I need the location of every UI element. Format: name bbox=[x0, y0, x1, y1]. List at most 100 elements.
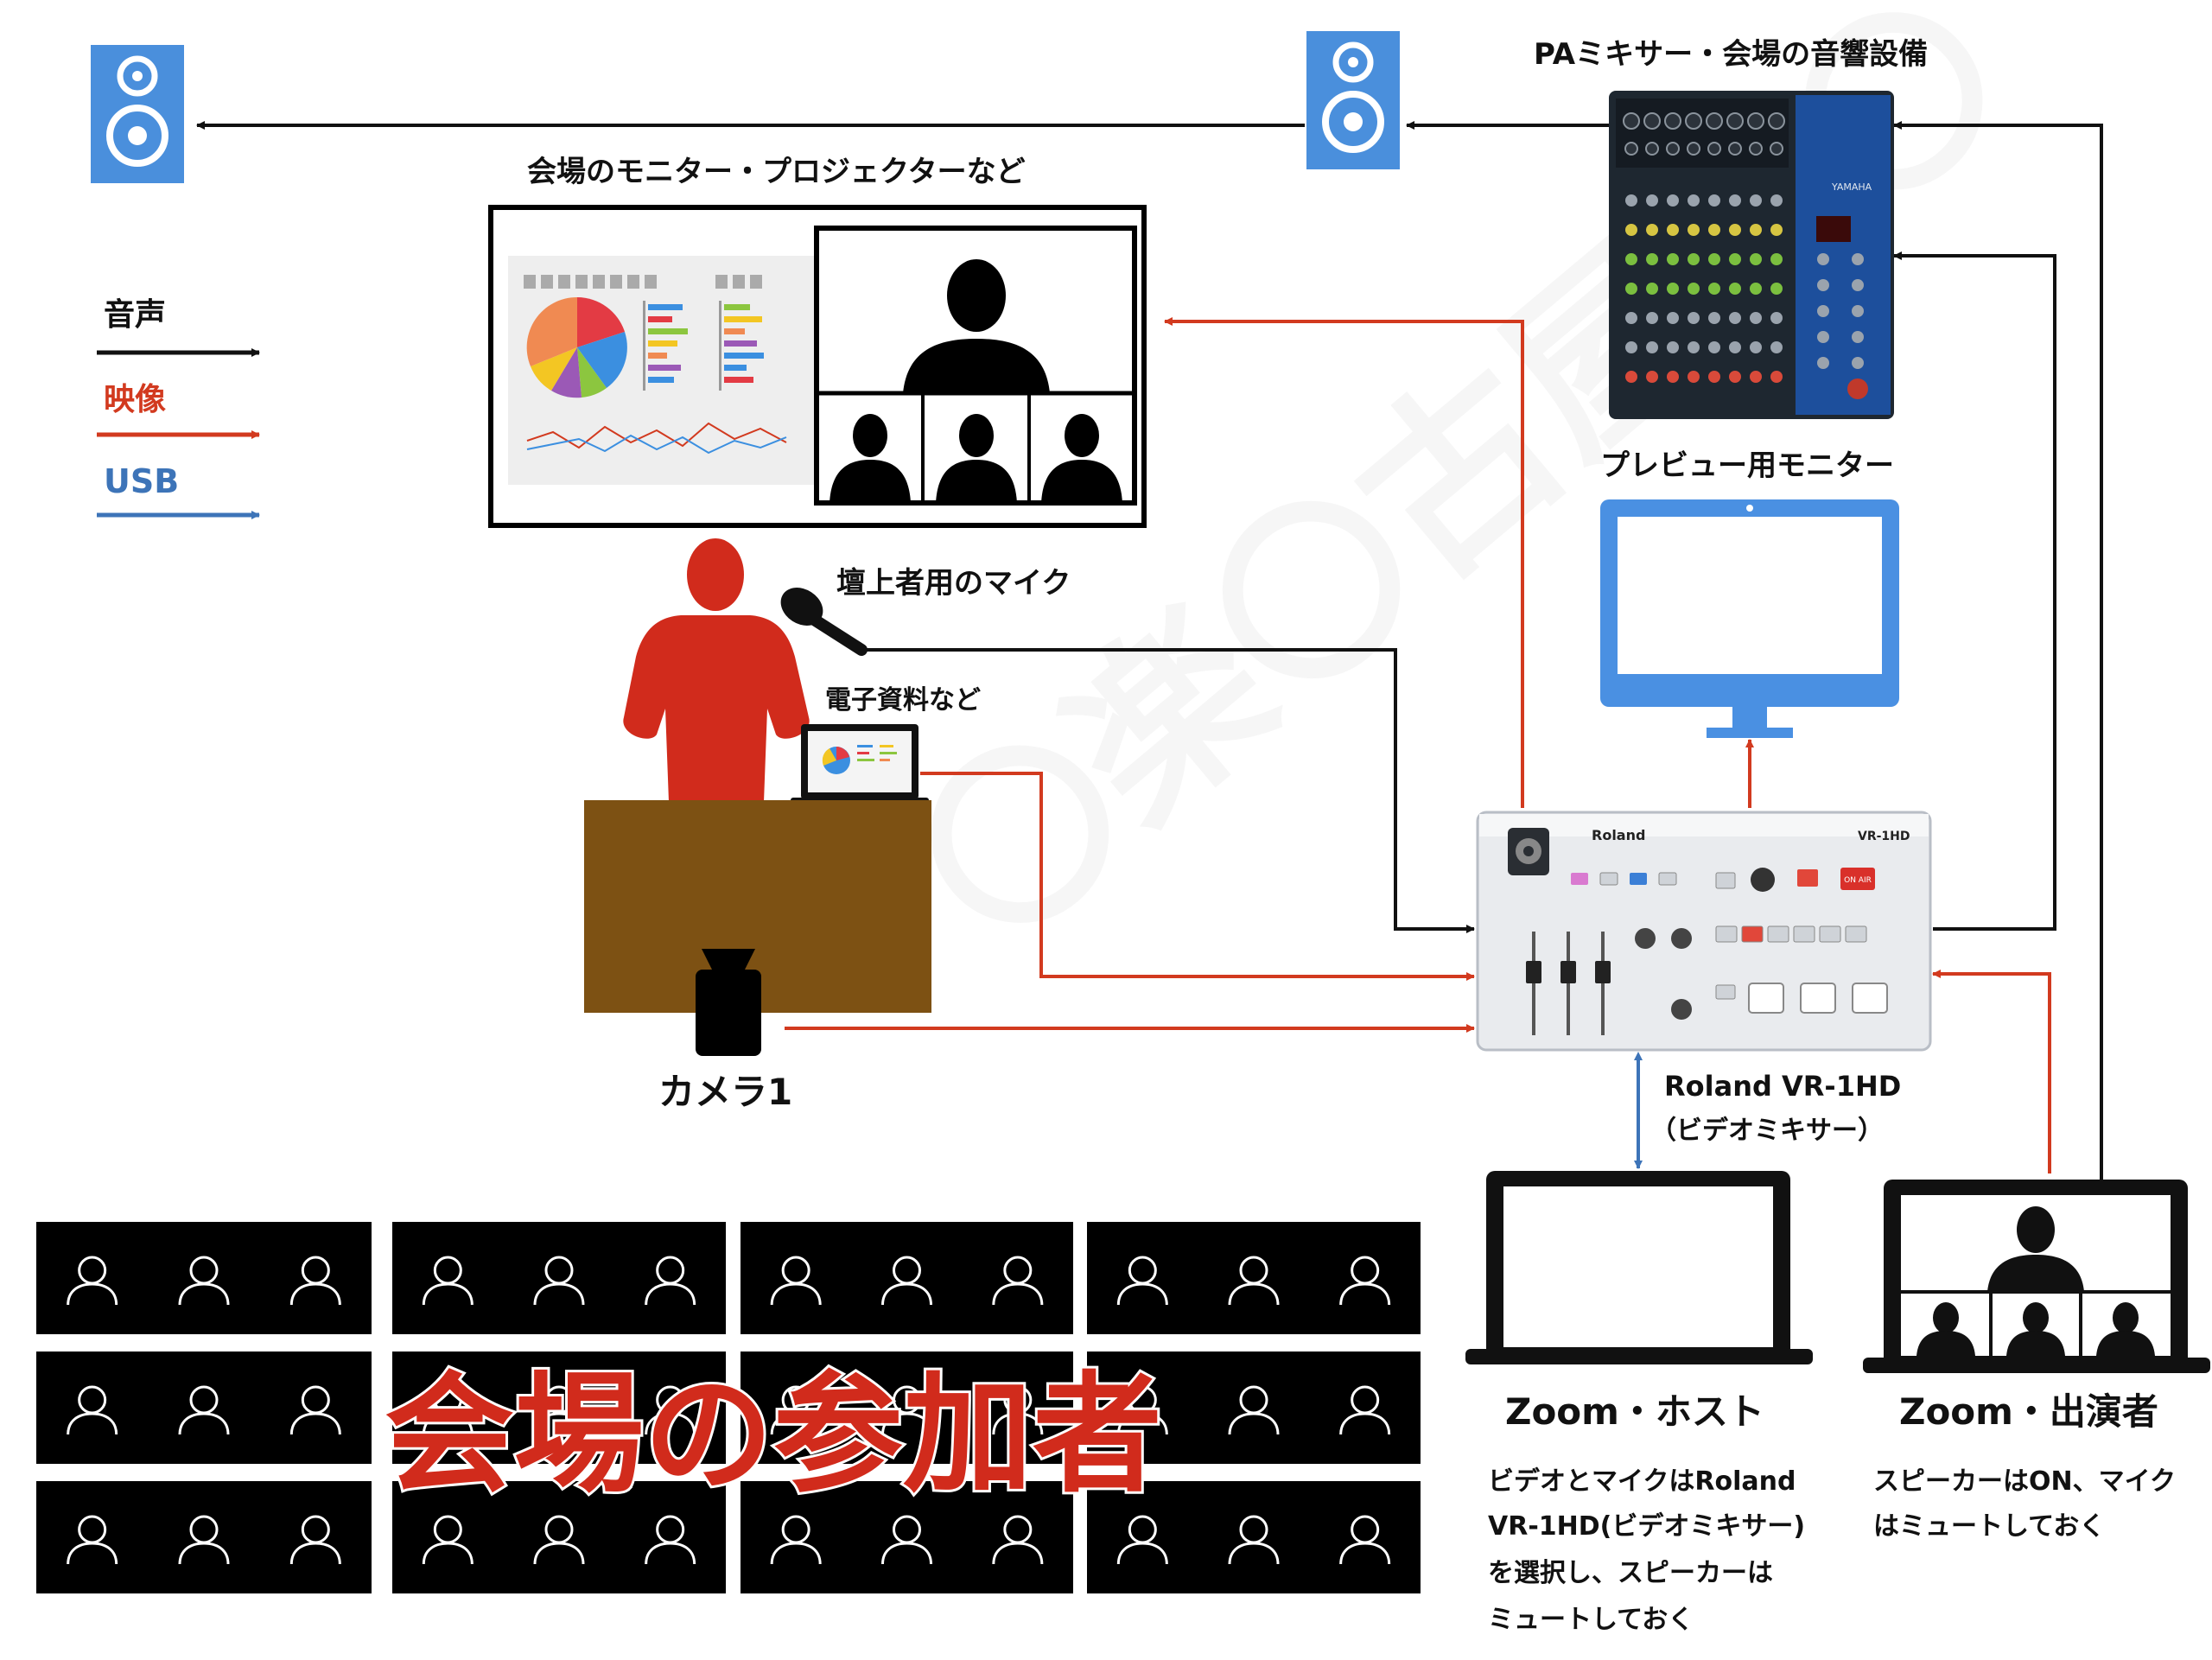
slide-bar bbox=[648, 340, 677, 347]
mixer-knob bbox=[1646, 371, 1658, 383]
camera-icon bbox=[696, 949, 761, 1056]
preview-monitor-label: プレビュー用モニター bbox=[1600, 448, 1894, 483]
mixer-knob bbox=[1708, 341, 1720, 353]
mixer-knob bbox=[1667, 253, 1679, 265]
pie-chart-graphic bbox=[526, 296, 627, 398]
slide-header-marks bbox=[524, 275, 762, 289]
mixer-knob bbox=[1750, 312, 1762, 324]
mixer-knob bbox=[1646, 341, 1658, 353]
zoom-guest-label: Zoom・出演者 bbox=[1899, 1390, 2158, 1433]
audience-grid bbox=[36, 1222, 1421, 1593]
microphone-icon bbox=[780, 588, 868, 656]
mixer-knob bbox=[1667, 283, 1679, 295]
mixer-knob bbox=[1667, 341, 1679, 353]
participant-silhouette-icon bbox=[2096, 1302, 2155, 1356]
zoom-guest-laptop bbox=[1863, 1180, 2210, 1373]
mixer-knob bbox=[1750, 341, 1762, 353]
mixer-knob bbox=[1817, 279, 1829, 291]
mixer-knob bbox=[1852, 357, 1864, 369]
fader-knob bbox=[1560, 961, 1576, 983]
participant-silhouette-icon bbox=[830, 414, 911, 503]
zoom-host-label: Zoom・ホスト bbox=[1505, 1390, 1764, 1433]
mixer-knob bbox=[1817, 331, 1829, 343]
roland-brand: Roland bbox=[1592, 827, 1645, 843]
audio-faders bbox=[1526, 932, 1611, 1035]
mixer-knob bbox=[1770, 371, 1783, 383]
zoom-host-note-line-4: ミュートしておく bbox=[1488, 1605, 1694, 1635]
mixer-input-jack bbox=[1624, 142, 1638, 156]
slide-bar bbox=[724, 304, 750, 310]
venue-monitor: 会場のモニター・プロジェクターなど bbox=[488, 155, 1147, 528]
slide-mark bbox=[750, 275, 762, 289]
speaker-icon bbox=[91, 45, 184, 183]
slide-mark bbox=[524, 275, 536, 289]
slide-bar bbox=[724, 377, 753, 383]
slide-bar bbox=[648, 316, 672, 322]
laptop-icon bbox=[791, 724, 929, 805]
mixer-knob bbox=[1625, 371, 1637, 383]
mixer-knob bbox=[1688, 224, 1700, 236]
slide-mark bbox=[575, 275, 588, 289]
roland-vr1hd-device: Roland VR-1HD ON AIR bbox=[1476, 811, 1932, 1052]
mixer-knob bbox=[1817, 305, 1829, 317]
mixer-knob bbox=[1770, 194, 1783, 207]
slide-bar bbox=[724, 353, 764, 359]
legend-audio-label: 音声 bbox=[104, 297, 166, 333]
slide-mark bbox=[558, 275, 570, 289]
zoom-host-note-line-1: ビデオとマイクはRoland bbox=[1488, 1466, 1796, 1497]
mixer-knob bbox=[1667, 224, 1679, 236]
mixer-knob bbox=[1750, 371, 1762, 383]
presenter-figure bbox=[623, 538, 810, 802]
slide-bar bbox=[724, 316, 762, 322]
mixer-knob bbox=[1770, 283, 1783, 295]
mixer-knob bbox=[1646, 283, 1658, 295]
mixer-input-jack bbox=[1685, 112, 1702, 130]
scene-button bbox=[1741, 925, 1764, 943]
slide-mark bbox=[733, 275, 745, 289]
legend: 音声 映像 USB bbox=[97, 297, 260, 519]
slide-bar bbox=[724, 328, 745, 334]
pa-mixer-device: PAミキサー・会場の音響設備 YAMAHA bbox=[1534, 37, 1928, 419]
mixer-master-knob bbox=[1847, 378, 1868, 399]
preview-monitor: プレビュー用モニター bbox=[1600, 448, 1899, 738]
slide-mark bbox=[610, 275, 622, 289]
mixer-knob bbox=[1646, 224, 1658, 236]
mixer-knob bbox=[1750, 194, 1762, 207]
slide-mark bbox=[541, 275, 553, 289]
mixer-input-jack bbox=[1747, 112, 1764, 130]
legend-video-label: 映像 bbox=[104, 382, 166, 417]
scene-button bbox=[1715, 925, 1738, 943]
slide-bar bbox=[724, 365, 747, 371]
slide-line-graph-2 bbox=[526, 434, 787, 455]
mixer-knob bbox=[1729, 283, 1741, 295]
slide-bar bbox=[648, 304, 683, 310]
scene-button bbox=[1767, 925, 1789, 943]
slide-bar bbox=[648, 328, 688, 334]
slide-line-graph bbox=[526, 422, 787, 449]
mixer-knob bbox=[1852, 253, 1864, 265]
mixer-knob bbox=[1667, 312, 1679, 324]
docs-label: 電子資料など bbox=[825, 685, 981, 716]
mixer-knob bbox=[1688, 312, 1700, 324]
audio-line-mic-to-vr1hd bbox=[860, 648, 1475, 933]
mixer-knob bbox=[1750, 283, 1762, 295]
mixer-knob bbox=[1729, 341, 1741, 353]
audience-label: 会場の参加者 bbox=[385, 1360, 1162, 1511]
connections bbox=[196, 121, 2103, 1180]
participant-silhouette-icon bbox=[1916, 1302, 1975, 1356]
slide-bar bbox=[648, 365, 681, 371]
mixer-knob bbox=[1729, 194, 1741, 207]
mixer-knob bbox=[1729, 371, 1741, 383]
fader-knob bbox=[1526, 961, 1541, 983]
zoom-host-laptop bbox=[1465, 1171, 1813, 1364]
mixer-knob bbox=[1750, 253, 1762, 265]
mixer-input-jack bbox=[1707, 142, 1721, 156]
legend-usb-label: USB bbox=[104, 462, 179, 500]
mixer-knob bbox=[1646, 312, 1658, 324]
camera-label: カメラ1 bbox=[658, 1071, 792, 1113]
mixer-knob-grid bbox=[1623, 112, 1868, 399]
scene-button bbox=[1793, 925, 1815, 943]
mixer-knob bbox=[1817, 357, 1829, 369]
mixer-knob bbox=[1625, 224, 1637, 236]
